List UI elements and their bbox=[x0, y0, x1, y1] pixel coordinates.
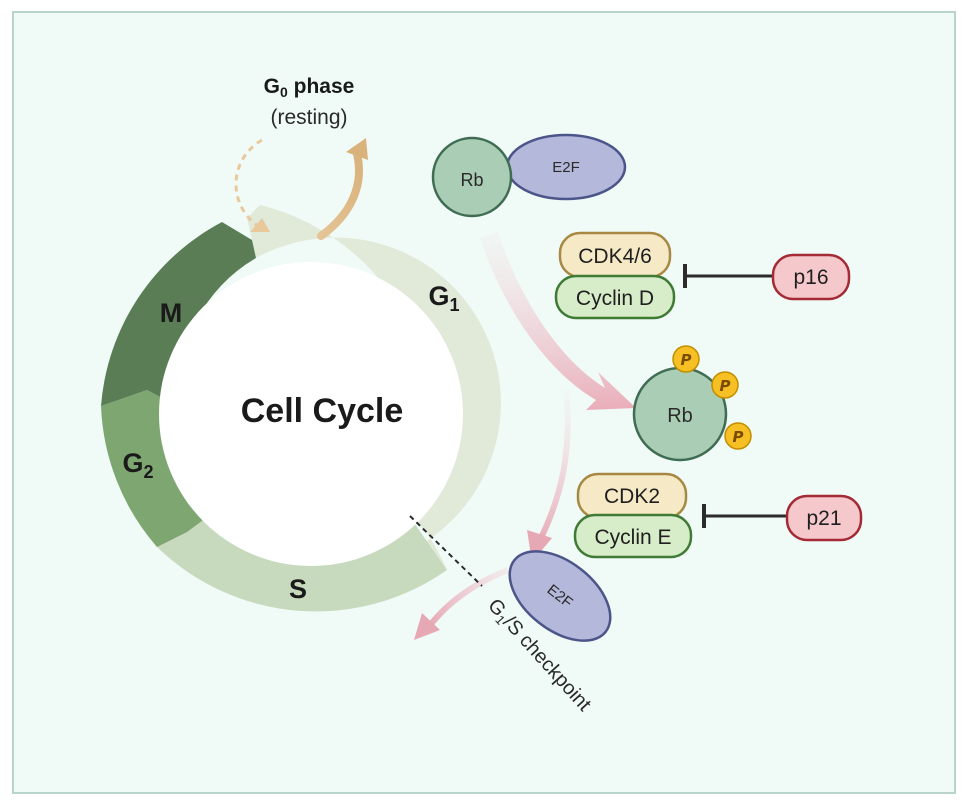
g0-entry-arrowhead bbox=[250, 218, 270, 232]
g0-phase-subtitle: (resting) bbox=[270, 106, 347, 129]
p16-bar bbox=[683, 264, 687, 288]
e2f-to-s-arrowhead bbox=[414, 613, 440, 640]
g0-return-arrowhead bbox=[346, 138, 368, 160]
cycle-center bbox=[159, 262, 463, 566]
cycle-center-label: Cell Cycle bbox=[241, 392, 404, 430]
e2f-bound-label: E2F bbox=[552, 159, 580, 176]
phosphate-2-label: P bbox=[720, 377, 731, 395]
phase-label-s: S bbox=[289, 574, 307, 604]
rb-bound-shape bbox=[431, 136, 513, 218]
phase-label-m: M bbox=[160, 298, 183, 328]
cyclind-label: Cyclin D bbox=[576, 287, 654, 310]
rb-bound-label: Rb bbox=[460, 170, 483, 190]
cell-cycle-ring bbox=[101, 205, 501, 612]
phase-label-g2: G2 bbox=[122, 448, 153, 482]
cyclind-shape bbox=[554, 274, 676, 320]
rb-phos-label: Rb bbox=[667, 405, 693, 427]
cdk2-label: CDK2 bbox=[604, 485, 660, 508]
phosphate-2 bbox=[711, 371, 739, 399]
cycline-shape bbox=[573, 513, 693, 559]
cdk46-label: CDK4/6 bbox=[578, 245, 652, 268]
checkpoint-line bbox=[409, 515, 483, 587]
phase-segment-g2 bbox=[101, 390, 210, 547]
g0-entry-arrow bbox=[234, 138, 263, 228]
phosphate-1-label: P bbox=[681, 351, 692, 369]
g0-return-arrow bbox=[317, 146, 363, 240]
rb-e2f-complex: E2F Rb bbox=[431, 133, 627, 218]
p16-shape bbox=[771, 253, 851, 301]
p16-label: p16 bbox=[793, 266, 828, 289]
phase-segment-m bbox=[101, 222, 256, 408]
phosphorylated-rb: Rb P P P bbox=[632, 345, 752, 462]
e2f-to-s-arrow bbox=[425, 567, 510, 630]
p21-bar bbox=[702, 504, 706, 528]
cdk46-cyclind-complex: CDK4/6 Cyclin D bbox=[554, 231, 676, 320]
g0-phase-title: G0 phase bbox=[264, 75, 355, 100]
cdk2-cycline-complex: CDK2 Cyclin E bbox=[573, 472, 693, 559]
p21-shape bbox=[785, 494, 863, 542]
phosphate-3-label: P bbox=[733, 428, 744, 446]
phosphate-1 bbox=[672, 345, 700, 373]
e2f-free-shape bbox=[508, 550, 612, 642]
phase-label-g1: G1 bbox=[428, 281, 459, 315]
phosphate-3 bbox=[724, 422, 752, 450]
cycline-label: Cyclin E bbox=[594, 526, 671, 549]
p21-label: p21 bbox=[806, 507, 841, 530]
phosphorylation-arrow bbox=[480, 232, 636, 410]
e2f-release-arrow bbox=[537, 389, 571, 542]
